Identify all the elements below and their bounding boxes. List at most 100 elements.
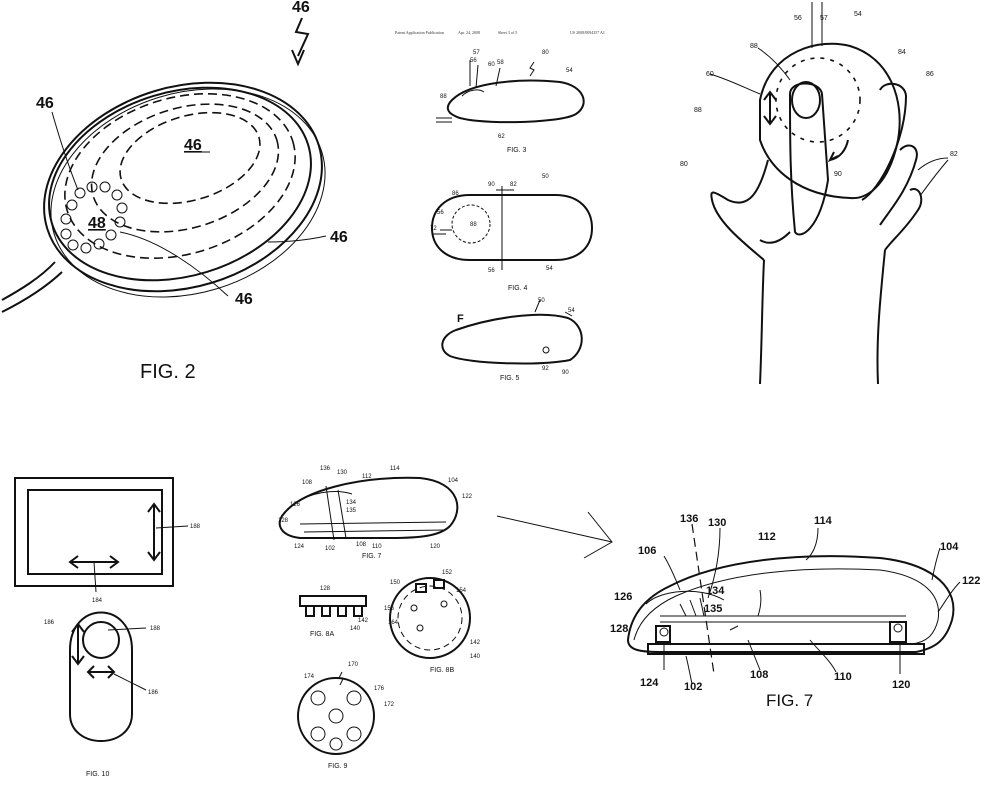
fig6-label-7: 60 [706,71,714,78]
fig8b-label-5: 156 [384,606,395,612]
fig6-label-2: 57 [820,15,828,22]
fig6-label-6: 86 [926,71,934,78]
fig7s-label-11: 128 [278,518,289,524]
fig2-label-5: 46 [330,229,348,246]
fig3-label-6: 88 [440,94,447,100]
fig6-label-8: 88 [694,107,702,114]
fig4-label-7: 72 [430,226,437,232]
fig7l-label-7: 134 [706,585,725,597]
fig2-caption: FIG. 2 [140,361,196,383]
fig2-label-6: 46 [235,291,253,308]
fig7s-label-12: 124 [294,544,305,550]
fig7s-label-6: 122 [462,494,473,500]
fig7l-label-1: 136 [680,513,698,525]
fig4-label-5: 56 [437,210,444,216]
header-number: US 2008/0094357 A1 [570,30,605,35]
fig3-label-2: 56 [470,58,477,64]
fig9-caption: FIG. 9 [328,763,348,770]
fig3-label-5: 54 [566,68,573,74]
fig4-drawing [430,186,594,270]
fig6-label-5: 84 [898,49,906,56]
fig7l-label-6: 104 [940,541,959,553]
sheet-header: Patent Application Publication Apr. 24, … [395,30,605,36]
fig6-label-10: 82 [950,151,958,158]
fig8b-drawing [389,577,471,659]
fig9-drawing [297,671,375,755]
fig10-caption: FIG. 10 [86,771,109,778]
fig8b-label-3: 154 [456,588,467,594]
fig7s-label-9: 135 [346,508,357,514]
fig4-label-3: 50 [542,174,549,180]
fig5-caption: FIG. 5 [500,375,520,382]
fig2-label-4: 48 [88,215,106,232]
fig7s-label-4: 114 [390,466,400,472]
fig4-label-1: 90 [488,182,495,188]
fig4-label-8: 56 [488,268,495,274]
fig8b-label-6: 142 [470,640,481,646]
fig7-large-drawing [626,523,961,685]
fig7l-label-5: 112 [758,531,776,543]
fig7l-label-3: 114 [814,515,833,527]
fig3-label-1: 57 [473,50,480,56]
fig8a-label-3: 140 [350,626,361,632]
fig3-label-7: 62 [498,134,505,140]
header-sheet: Sheet 3 of 5 [498,30,517,35]
fig2-label-3: 46 [184,137,202,154]
fig5-drawing [441,299,583,365]
fig8a-label-2: 142 [358,618,369,624]
fig7s-label-14: 108 [356,542,367,548]
fig7l-label-2: 130 [708,517,726,529]
fig7s-caption: FIG. 7 [362,553,382,560]
fig5-letter: F [457,313,464,325]
fig7l-label-13: 110 [834,671,852,683]
fig9-label-3: 176 [374,686,385,692]
fig8a-drawing [299,595,367,617]
fig7s-label-16: 120 [430,544,441,550]
fig10-label-5: 186 [148,690,159,696]
fig7l-label-12: 108 [750,669,768,681]
fig7l-label-8: 122 [962,575,980,587]
fig8b-label-1: 150 [390,580,401,586]
fig10-drawing [14,477,189,742]
fig3-drawing [436,60,585,124]
fig10-label-1: 188 [190,524,201,530]
fig10-label-2: 184 [92,598,103,604]
fig8b-caption: FIG. 8B [430,667,454,674]
fig7l-label-4: 106 [638,545,656,557]
fig6-label-9: 80 [680,161,688,168]
fig6-label-11: 90 [834,171,842,178]
fig6-label-4: 88 [750,43,758,50]
fig7s-label-13: 102 [325,546,336,552]
fig2-label-1: 46 [292,0,310,16]
fig7s-label-8: 134 [346,500,357,506]
fig7s-label-2: 130 [337,470,348,476]
fig5-label-2: 54 [568,308,575,314]
fig7s-label-10: 126 [290,502,301,508]
fig3-label-3: 80 [542,50,549,56]
enlargement-arrow [496,511,613,559]
fig8b-label-2: 152 [442,570,453,576]
fig5-label-4: 90 [562,370,569,376]
fig7s-label-7: 108 [302,480,313,486]
fig8b-label-7: 140 [470,654,481,660]
fig7l-label-10: 135 [704,603,722,615]
fig7l-label-11: 128 [610,623,628,635]
fig2-label-2: 46 [36,95,54,112]
fig10-label-4: 188 [150,626,161,632]
header-publication: Patent Application Publication [395,30,444,35]
fig6-label-1: 56 [794,15,802,22]
fig2-drawing [1,17,327,313]
fig4-label-4: 86 [452,191,459,197]
fig8a-label-1: 128 [320,586,331,592]
fig7s-label-3: 112 [362,474,372,480]
fig7l-label-16: 120 [892,679,910,691]
fig7s-label-1: 136 [320,466,331,472]
fig7l-label-14: 124 [640,677,659,689]
fig9-label-4: 172 [384,702,395,708]
fig3-caption: FIG. 3 [507,147,527,154]
fig10-label-3: 186 [44,620,55,626]
header-date: Apr. 24, 2008 [458,30,480,36]
fig4-label-6: 88 [470,222,477,228]
fig8a-caption: FIG. 8A [310,631,334,638]
